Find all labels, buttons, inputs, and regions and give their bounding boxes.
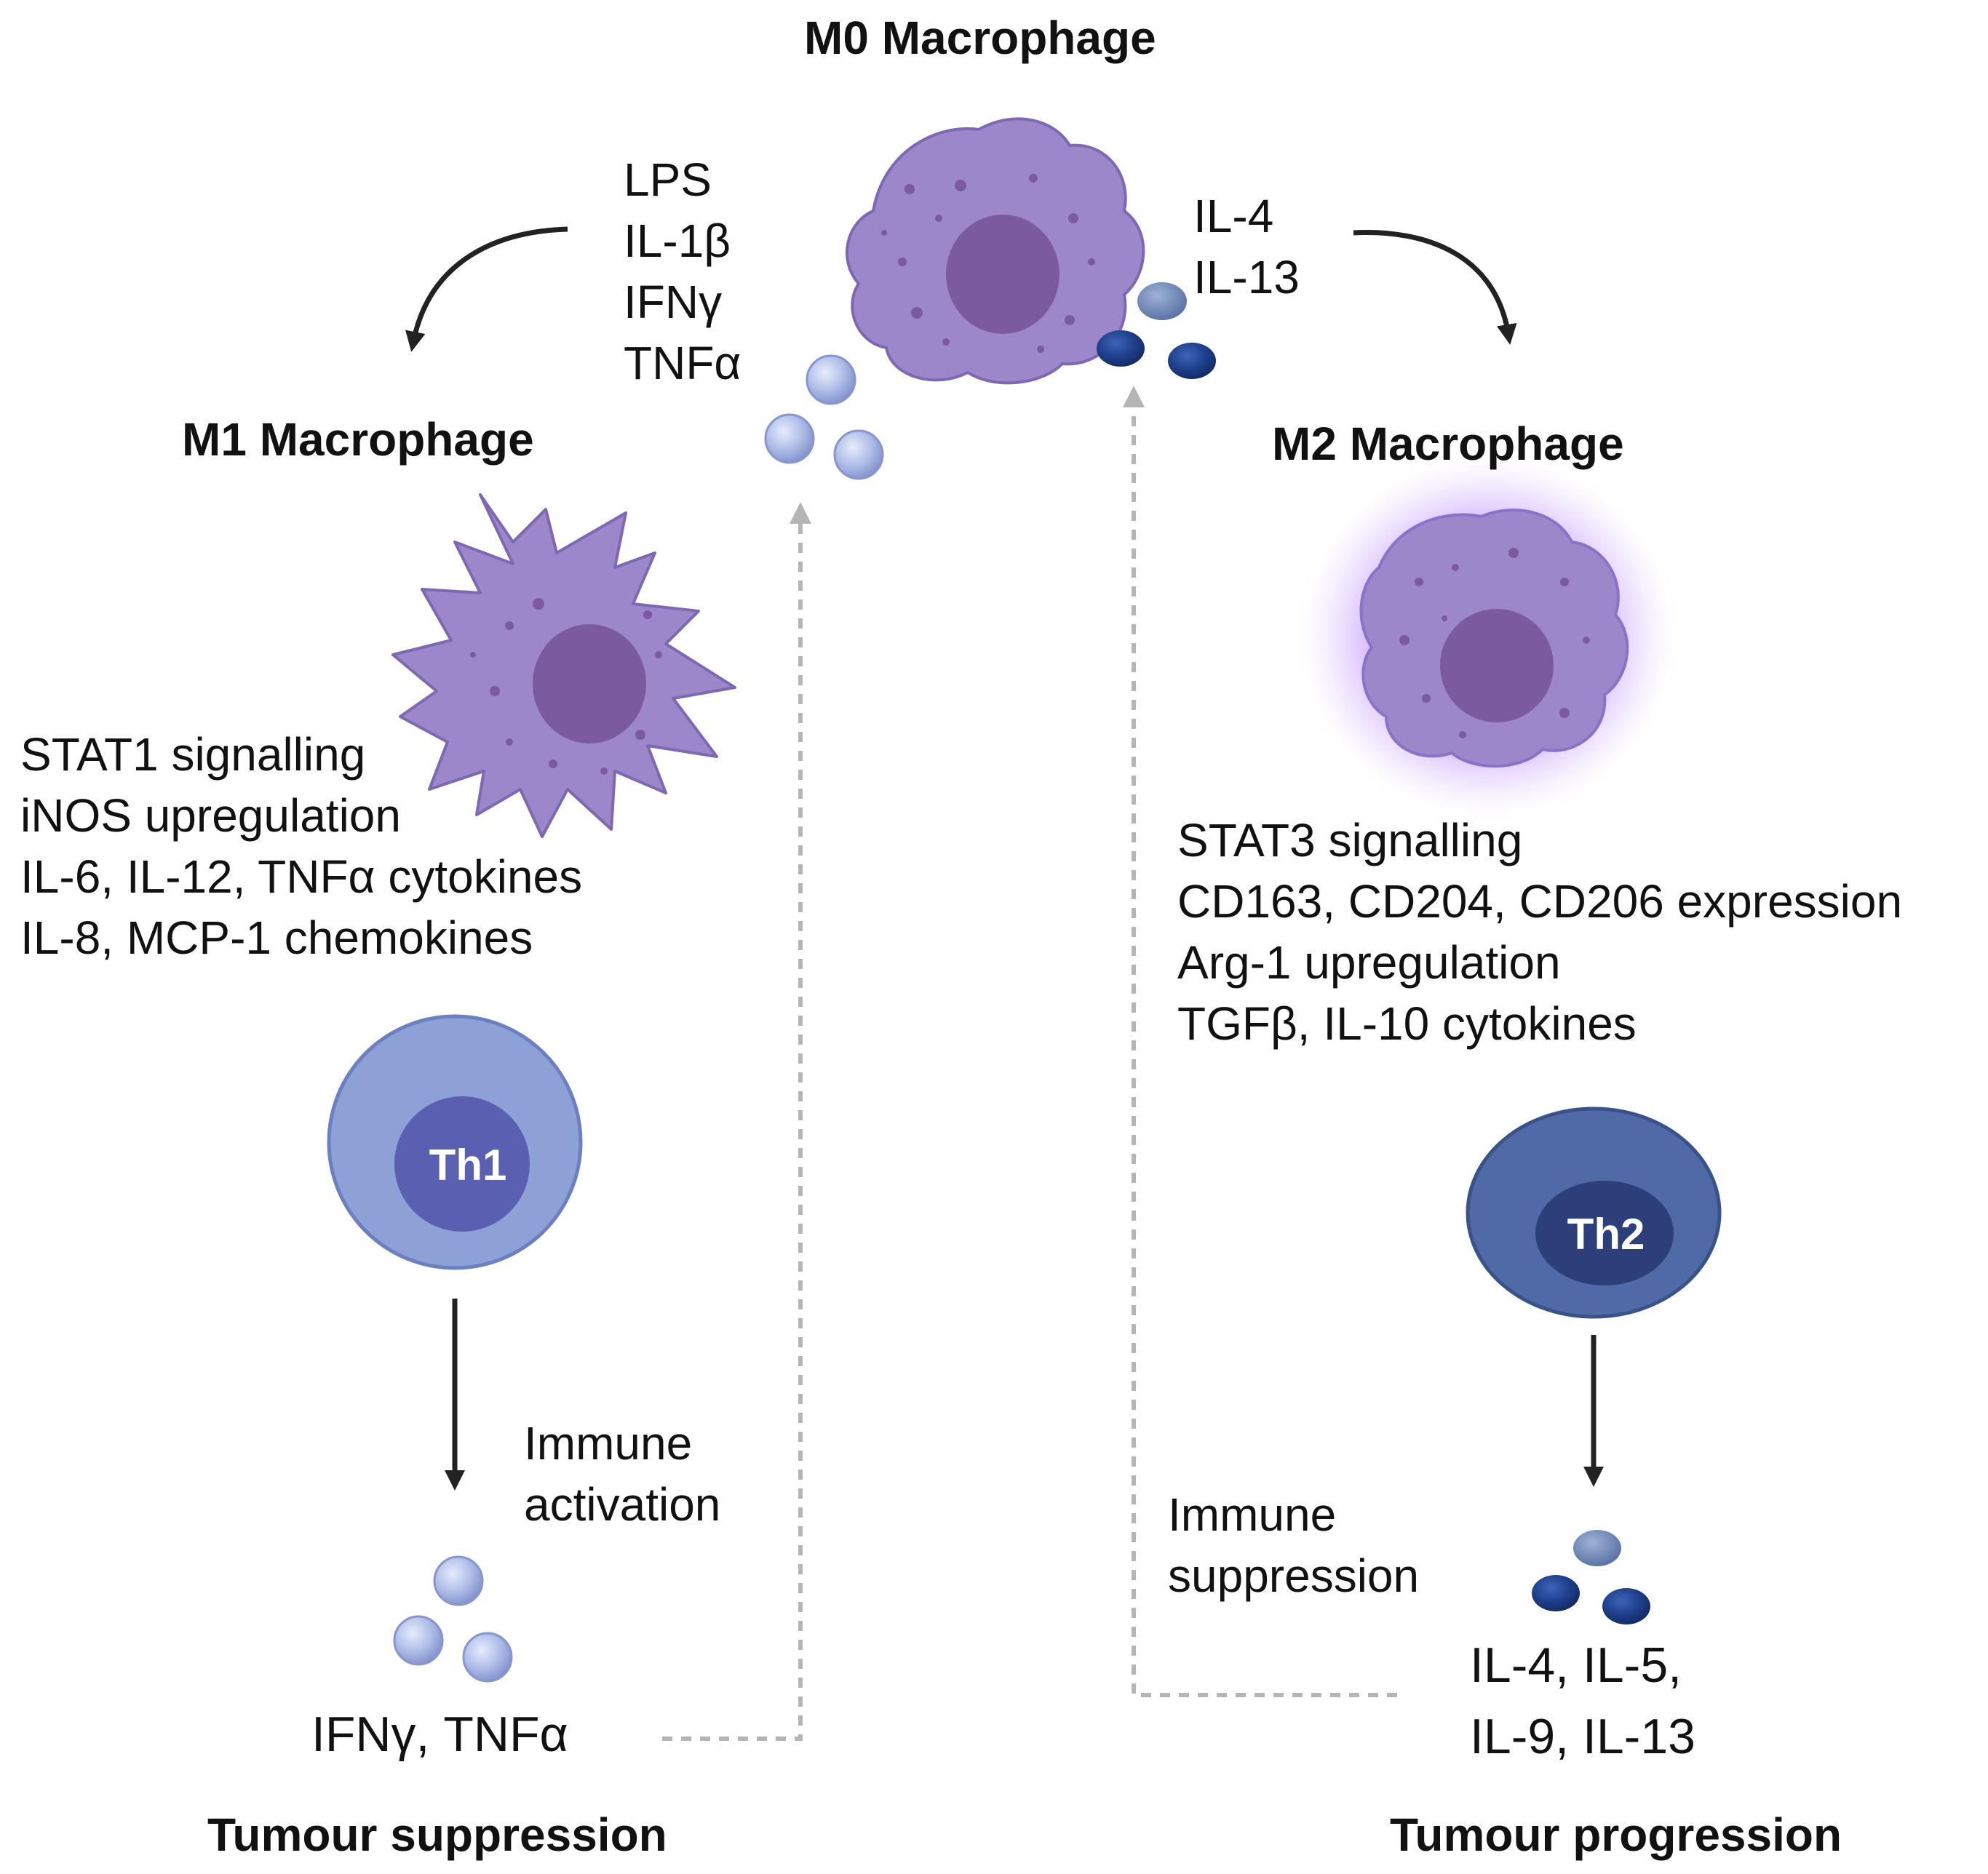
m2-macrophage-icon <box>1292 447 1685 826</box>
th1-outcome: Tumour suppression <box>207 1809 667 1861</box>
th1-label: Th1 <box>429 1141 507 1189</box>
m2-stimulus: IL-13 <box>1193 251 1300 303</box>
th1-cell-icon <box>327 1014 583 1270</box>
m2-feature: CD163, CD204, CD206 expression <box>1177 875 1903 928</box>
m2-feature: STAT3 signalling <box>1177 814 1523 866</box>
m2-stimuli-list: IL-4 IL-13 <box>1193 186 1300 308</box>
m1-feature: STAT1 signalling <box>20 728 366 781</box>
th1-effect: Immune activation <box>524 1413 720 1535</box>
m1-features-list: STAT1 signalling iNOS upregulation IL-6,… <box>20 724 582 968</box>
th2-cytokine-line: IL-4, IL-5, <box>1470 1638 1682 1693</box>
m2-feature: Arg-1 upregulation <box>1177 936 1561 989</box>
m1-stimulus: TNFα <box>624 337 741 389</box>
m1-feature: IL-6, IL-12, TNFα cytokines <box>20 850 583 903</box>
m1-title: M1 Macrophage <box>182 413 534 466</box>
th2-label: Th2 <box>1567 1210 1645 1259</box>
m2-stimulus: IL-4 <box>1193 190 1274 242</box>
th1-effect-line: Immune <box>524 1417 693 1470</box>
th2-effect-line: Immune <box>1168 1488 1337 1541</box>
th2-cytokines: IL-4, IL-5, IL-9, IL-13 <box>1470 1630 1695 1772</box>
th2-outcome: Tumour progression <box>1390 1809 1842 1861</box>
cytokine-icon <box>393 1555 513 1683</box>
th2-effect: Immune suppression <box>1168 1484 1419 1606</box>
th2-cytokine-line: IL-9, IL-13 <box>1470 1709 1695 1764</box>
cytokine-icon <box>1097 282 1216 379</box>
th2-cell-icon <box>1466 1107 1722 1319</box>
m1-stimuli-list: LPS IL-1β IFNγ TNFα <box>624 149 741 394</box>
m1-stimulus: LPS <box>624 153 712 206</box>
th2-effect-line: suppression <box>1168 1550 1420 1602</box>
feedback-line-th1 <box>662 502 811 1741</box>
m0-macrophage-icon <box>846 117 1145 385</box>
m0-title: M0 Macrophage <box>804 12 1156 64</box>
arrow-to-m1 <box>405 226 568 352</box>
m1-macrophage-icon <box>391 493 736 838</box>
th1-cytokines: IFNγ, TNFα <box>311 1707 568 1762</box>
m1-feature: iNOS upregulation <box>20 789 401 842</box>
m1-stimulus: IFNγ <box>624 276 723 328</box>
th1-effect-line: activation <box>524 1478 721 1531</box>
m2-title: M2 Macrophage <box>1272 418 1624 470</box>
m1-feature: IL-8, MCP-1 chemokines <box>20 912 533 964</box>
m2-features-list: STAT3 signalling CD163, CD204, CD206 exp… <box>1177 810 1902 1054</box>
m1-stimulus: IL-1β <box>624 215 731 267</box>
cytokine-icon <box>764 354 884 480</box>
cytokine-icon <box>1532 1530 1650 1624</box>
m2-feature: TGFβ, IL-10 cytokines <box>1177 997 1637 1050</box>
arrow-to-m2 <box>1353 230 1517 345</box>
